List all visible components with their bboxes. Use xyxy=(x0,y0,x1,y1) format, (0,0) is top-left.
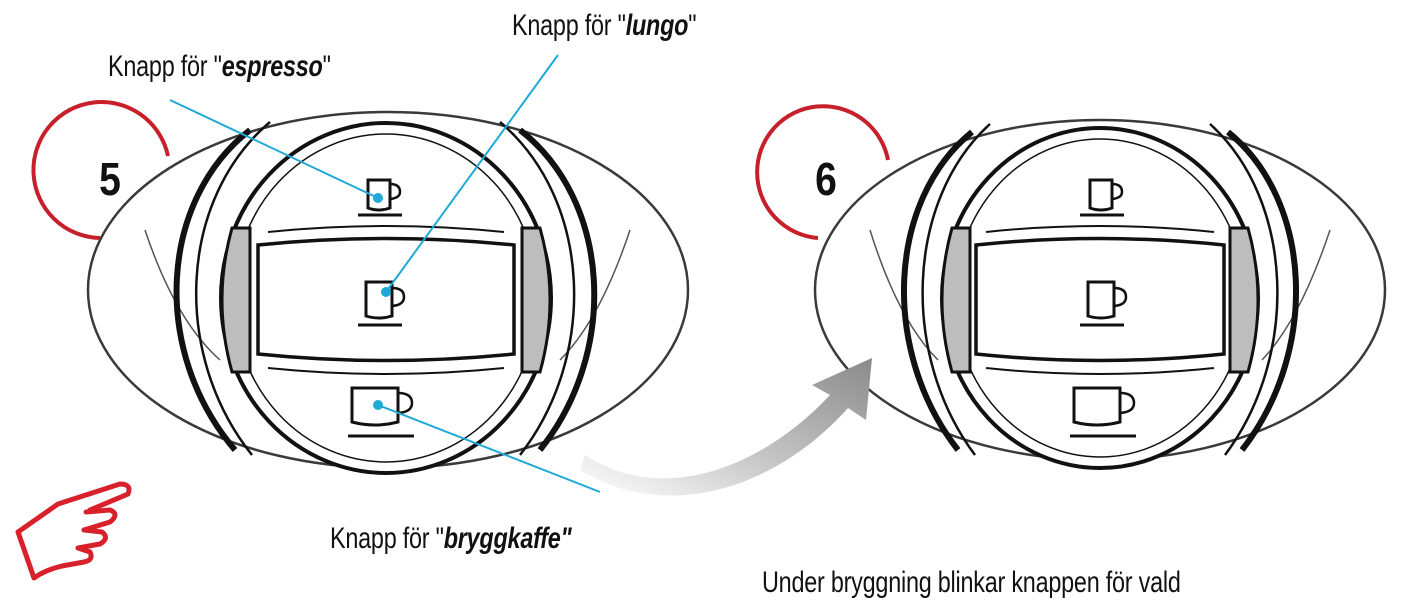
step-number-6: 6 xyxy=(815,153,837,205)
bryggkaffe-label: Knapp för "bryggkaffe" xyxy=(330,522,572,556)
bryggkaffe-cup-icon-right[interactable] xyxy=(1070,386,1136,438)
step-number-5: 5 xyxy=(99,153,121,205)
leader-lines xyxy=(169,54,601,493)
pointing-hand-icon xyxy=(15,481,132,581)
espresso-label: Knapp för "espresso" xyxy=(108,50,331,84)
lungo-label: Knapp för "lungo" xyxy=(512,9,697,43)
lungo-label-prefix: Knapp för " xyxy=(512,9,626,42)
espresso-cup-icon-right[interactable] xyxy=(1080,178,1124,217)
instruction-diagram: 5 6 Knapp för "espresso" Knapp för "lung… xyxy=(15,9,1387,599)
bryggkaffe-label-word: bryggkaffe" xyxy=(443,522,572,555)
lungo-label-word: lungo xyxy=(625,9,689,42)
curved-arrow-icon xyxy=(580,358,872,496)
lungo-label-quote: " xyxy=(688,9,697,42)
espresso-label-quote: " xyxy=(322,50,331,83)
step-5-circle xyxy=(31,100,170,240)
machine-top-left xyxy=(86,110,690,475)
bryggkaffe-label-prefix: Knapp för " xyxy=(330,522,444,555)
diagram-canvas xyxy=(15,54,1387,581)
step-6-circle xyxy=(755,104,890,240)
espresso-label-word: espresso xyxy=(221,50,323,83)
caption-text: Under bryggning blinkar knappen för vald xyxy=(762,566,1181,599)
lungo-cup-icon-right[interactable] xyxy=(1080,280,1128,327)
espresso-label-prefix: Knapp för " xyxy=(108,50,222,83)
